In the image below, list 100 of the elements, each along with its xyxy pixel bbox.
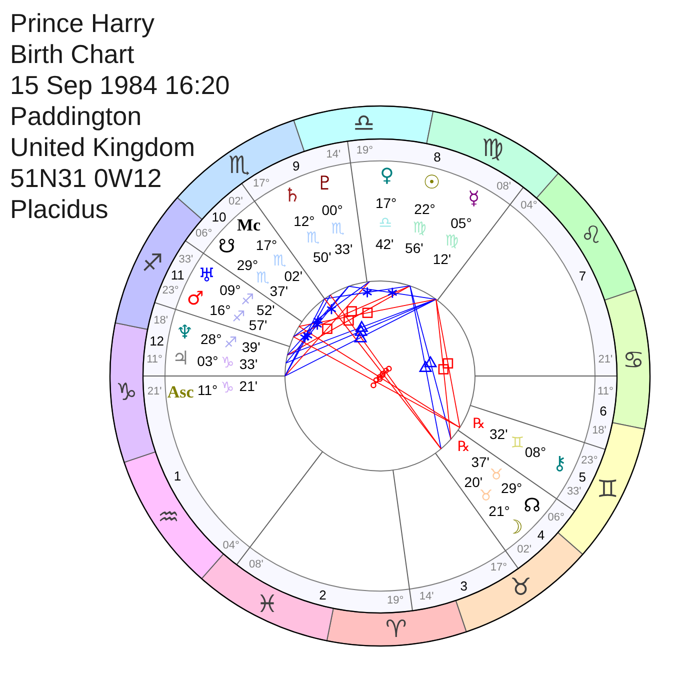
zodiac-sign-segment: [455, 532, 583, 632]
minute-value: 57': [248, 318, 268, 332]
degree-value: 08°: [524, 444, 546, 459]
house-number: 11: [170, 268, 184, 282]
house-number: 7: [578, 269, 586, 282]
zodiac-sign-glyph: ♊: [596, 476, 618, 501]
angle-label: Asc: [167, 383, 194, 400]
cusp-degree: 04°: [520, 200, 538, 212]
degree-value: 09°: [220, 282, 241, 296]
degree-value: 11°: [197, 382, 218, 397]
sign-symbol: ♍: [445, 233, 459, 248]
zodiac-sign-segment: [124, 451, 224, 579]
house-number: 8: [434, 150, 441, 164]
house-number: 10: [212, 210, 226, 224]
zodiac-sign-glyph: ♌: [580, 223, 602, 248]
retrograde-mark: ℞: [472, 417, 486, 432]
planet-symbol: ♂: [186, 290, 204, 309]
cusp-degree: 19°: [356, 145, 373, 156]
cusp-minute: 21': [147, 386, 162, 398]
cusp-degree: 23°: [581, 455, 598, 466]
sign-symbol: ♉: [490, 468, 504, 483]
cusp-minute: 14': [419, 592, 434, 603]
degree-value: 21°: [488, 504, 510, 518]
minute-value: 50': [313, 250, 332, 264]
minute-value: 37': [471, 454, 490, 469]
chart-title: Prince Harry: [10, 8, 154, 39]
house-number: 6: [600, 404, 607, 418]
cusp-degree: 17°: [252, 178, 270, 190]
sign-symbol: ♏: [306, 230, 320, 246]
cusp-degree: 11°: [598, 386, 614, 398]
cusp-minute: 18': [592, 425, 606, 436]
cusp-degree: 06°: [548, 512, 564, 524]
minute-value: 33': [239, 357, 258, 372]
cusp-minute: 18': [154, 316, 168, 327]
minute-value: 32': [490, 426, 508, 441]
zodiac-sign-glyph: ♏: [228, 152, 250, 177]
sign-symbol: ♐: [240, 292, 254, 307]
degree-value: 29°: [500, 481, 522, 496]
planet-symbol: ☽: [506, 518, 524, 538]
cusp-minute: 02': [228, 196, 243, 208]
planet-symbol: ♃: [172, 349, 190, 368]
chart-info-line: United Kingdom: [10, 132, 195, 163]
minute-value: 33': [334, 242, 353, 256]
house-number: 3: [460, 579, 468, 592]
minute-value: 56': [405, 241, 424, 256]
cusp-degree: 11°: [146, 354, 162, 366]
planet-symbol: ♀: [380, 166, 394, 186]
chart-info-line: 15 Sep 1984 16:20: [10, 70, 230, 101]
cusp-minute: 21': [598, 354, 613, 366]
planet-symbol: ☿: [468, 190, 480, 209]
minute-value: 39': [242, 340, 260, 354]
cusp-degree: 19°: [386, 596, 404, 607]
angle-label: Mc: [236, 216, 261, 234]
minute-value: 12': [432, 252, 452, 266]
planet-symbol: ♇: [316, 174, 334, 194]
cusp-minute: 08': [496, 181, 511, 192]
sign-symbol: ♑: [220, 355, 234, 370]
minute-value: 20': [464, 474, 483, 489]
planet-symbol: ☊: [524, 496, 541, 516]
zodiac-sign-glyph: ♎: [353, 110, 375, 134]
planet-symbol: ♄: [284, 186, 301, 206]
degree-value: 29°: [236, 258, 258, 272]
cusp-minute: 14': [326, 149, 341, 160]
zodiac-sign-glyph: ♓: [256, 592, 278, 616]
degree-value: 03°: [197, 354, 218, 368]
degree-value: 00°: [322, 202, 343, 217]
minute-value: 37': [270, 284, 288, 298]
sign-symbol: ♐: [232, 310, 246, 325]
sign-symbol: ♏: [272, 253, 286, 268]
sign-symbol: ♑: [220, 380, 234, 396]
minute-value: 42': [375, 237, 394, 252]
sign-symbol: ♊: [510, 436, 524, 451]
sign-symbol: ♍: [412, 220, 426, 236]
chart-info-line: 51N31 0W12: [10, 163, 162, 194]
cusp-minute: 08': [249, 560, 264, 571]
planet-symbol: ♅: [198, 266, 216, 286]
minute-value: 02': [284, 269, 303, 284]
cusp-minute: 02': [517, 544, 532, 556]
planet-symbol: ☉: [423, 173, 440, 192]
chart-info-line: Birth Chart: [10, 39, 134, 70]
house-number: 4: [537, 528, 545, 542]
planet-symbol: ☋: [218, 238, 236, 257]
zodiac-sign-segment: [536, 173, 636, 301]
cusp-degree: 23°: [162, 286, 179, 297]
minute-value: 21': [239, 379, 258, 394]
zodiac-sign-glyph: ♐: [142, 251, 164, 276]
zodiac-sign-glyph: ♑: [116, 380, 138, 404]
chart-info-line: Placidus: [10, 194, 108, 225]
planet-symbol: ⚷: [552, 454, 567, 474]
zodiac-sign-glyph: ♋: [622, 348, 644, 372]
planet-symbol: ♆: [176, 323, 194, 342]
house-number: 5: [578, 470, 586, 484]
house-number: 12: [150, 334, 164, 348]
degree-value: 28°: [200, 332, 222, 346]
cusp-minute: 33': [566, 486, 582, 498]
zodiac-sign-glyph: ♉: [510, 575, 532, 600]
degree-value: 17°: [375, 196, 397, 210]
zodiac-sign-glyph: ♈: [385, 617, 407, 642]
degree-value: 05°: [450, 216, 472, 230]
sign-symbol: ♏: [256, 270, 270, 286]
